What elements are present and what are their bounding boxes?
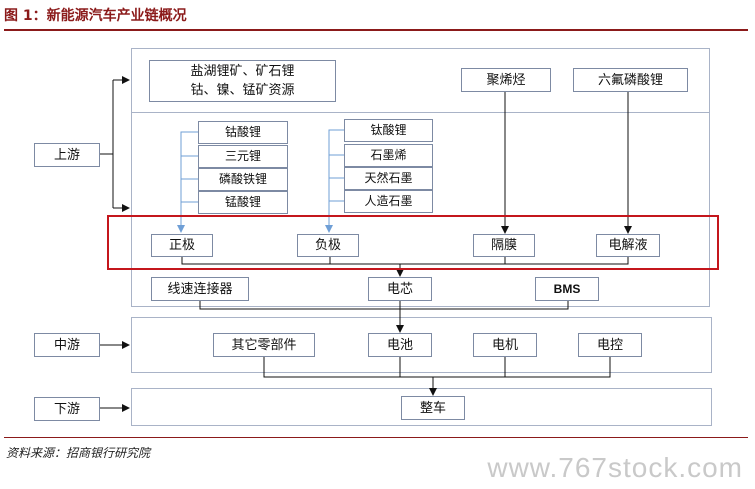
motor-box: 电机 [473, 333, 537, 357]
mineral-resources: 盐湖锂矿、矿石锂 钴、镍、锰矿资源 [149, 60, 336, 102]
cathode-material-item: 钴酸锂 [198, 121, 288, 144]
figure-title: 图 1：新能源汽车产业链概况 [4, 8, 187, 24]
anode-material-item: 石墨烯 [344, 144, 433, 167]
cathode-material-item: 三元锂 [198, 145, 288, 168]
watermark: www.767stock.com [487, 452, 743, 483]
stage-midstream: 中游 [34, 333, 100, 357]
anode-material-item: 人造石墨 [344, 190, 433, 213]
cell-box: 电芯 [368, 277, 432, 301]
cathode-material-item: 锰酸锂 [198, 191, 288, 214]
other-parts-box: 其它零部件 [213, 333, 315, 357]
mineral-resources-line1: 盐湖锂矿、矿石锂 [190, 64, 295, 79]
electrolyte-material: 六氟磷酸锂 [573, 68, 688, 92]
separator-material: 聚烯烃 [461, 68, 551, 92]
stage-downstream: 下游 [34, 397, 100, 421]
cathode-material-item: 磷酸铁锂 [198, 168, 288, 191]
anode-box: 负极 [297, 234, 359, 257]
cell-components-highlight [107, 215, 719, 270]
anode-material-item: 钛酸锂 [344, 119, 433, 142]
source-note: 资料来源：招商银行研究院 [6, 446, 151, 460]
cathode-box: 正极 [151, 234, 213, 257]
battery-box: 电池 [368, 333, 432, 357]
bms-box: BMS [535, 277, 599, 301]
footer-rule [4, 437, 748, 438]
title-rule [4, 29, 748, 31]
anode-material-item: 天然石墨 [344, 167, 433, 190]
connector-box: 线速连接器 [151, 277, 249, 301]
electrolyte-box: 电解液 [596, 234, 660, 257]
controller-box: 电控 [578, 333, 642, 357]
mineral-resources-line2: 钴、镍、锰矿资源 [190, 83, 295, 98]
vehicle-box: 整车 [401, 396, 465, 420]
stage-upstream: 上游 [34, 143, 100, 167]
separator-box: 隔膜 [473, 234, 535, 257]
